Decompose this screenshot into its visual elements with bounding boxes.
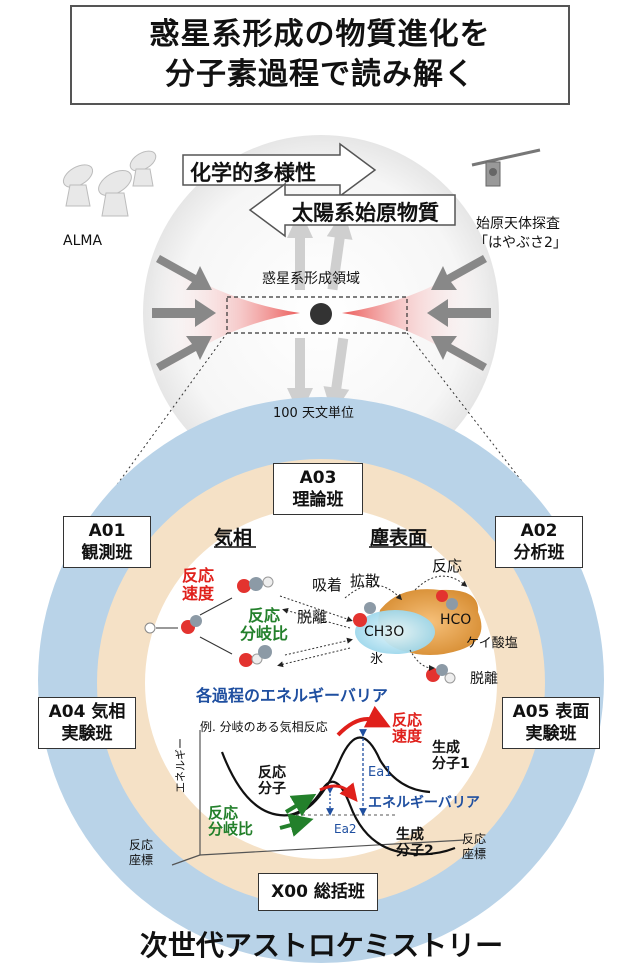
energy-axes — [171, 730, 466, 866]
barrier-title: 各過程のエネルギーバリア — [196, 686, 388, 705]
gas-phase-molecules — [144, 576, 274, 667]
x-axis-right-line2: 座標 — [462, 847, 487, 861]
product2-line1: 生成 — [396, 827, 424, 843]
group-a05-line1: A05 表面 — [512, 702, 590, 722]
silicate-label: ケイ酸塩 — [466, 636, 518, 651]
reaction-coordinate-left: 反応 座標 — [129, 838, 153, 868]
energy-branch-label: 反応 分岐比 — [208, 805, 253, 837]
chem-diversity-label: 化学的多様性 — [190, 161, 316, 185]
energy-rate-line2: 速度 — [392, 727, 423, 745]
dust-surface-heading: 塵表面 — [370, 527, 428, 549]
reaction-rate-line2: 速度 — [182, 584, 215, 603]
energy-barrier-label: エネルギーバリア — [368, 795, 480, 811]
group-a02-name: 分析班 — [513, 543, 565, 563]
alma-dishes-icon — [62, 150, 157, 217]
x-axis-right-line1: 反応 — [462, 832, 487, 846]
branching-ratio-label: 反応 分岐比 — [240, 607, 288, 643]
inflow-arrows-left — [152, 255, 216, 371]
energy-curve-1 — [220, 736, 431, 817]
product1-label: 生成 分子1 — [432, 740, 470, 772]
group-a04-line1: A04 気相 — [48, 702, 126, 722]
ch3o-label: CH3O — [364, 624, 405, 640]
solar-primordial-label: 太陽系始原物質 — [292, 201, 439, 225]
ice-mantle — [355, 610, 435, 654]
probe-label-1: 始原天体探査 — [476, 216, 560, 232]
desorption-label: 脱離 — [297, 608, 328, 626]
reaction-rate-line1: 反応 — [182, 566, 215, 585]
branching-line1: 反応 — [248, 606, 281, 625]
group-x00: X00 総括班 — [258, 873, 378, 911]
energy-rate-line1: 反応 — [392, 711, 423, 729]
ea1-label: Ea1 — [368, 765, 393, 780]
title-box: 惑星系形成の物質進化を 分子素過程で読み解く — [70, 5, 570, 105]
probe-label-2: 「はやぶさ2」 — [474, 235, 567, 251]
reactant-line1: 反応 — [258, 765, 286, 781]
hco-label: HCO — [440, 612, 472, 628]
inflow-arrows-right — [427, 255, 491, 371]
alma-label: ALMA — [63, 233, 103, 249]
energy-example-label: 例. 分岐のある気相反応 — [200, 720, 328, 734]
x-axis-left-line2: 座標 — [129, 853, 154, 867]
group-a04-line2: 実験班 — [61, 724, 113, 744]
reactant-label: 反応 分子 — [258, 765, 286, 797]
group-a05-line2: 実験班 — [525, 724, 577, 744]
ea2-label: Ea2 — [334, 822, 357, 836]
group-a01-name: 観測班 — [81, 543, 133, 563]
energy-rate-label: 反応 速度 — [392, 712, 422, 744]
gas-phase-heading: 気相 — [214, 527, 253, 549]
reaction-label: 反応 — [432, 557, 463, 575]
desorption2-label: 脱離 — [470, 671, 498, 687]
region-label: 惑星系形成領域 — [262, 271, 360, 287]
product1-line2: 分子1 — [432, 756, 470, 772]
energy-branch-line2: 分岐比 — [208, 820, 254, 838]
scale-label: 100 天文単位 — [273, 406, 354, 421]
product2-label: 生成 分子2 — [396, 827, 434, 859]
diffusion-label: 拡散 — [350, 572, 381, 590]
hayabusa-probe-icon — [471, 148, 541, 187]
group-a03-code: A03 — [299, 468, 337, 488]
product1-line1: 生成 — [432, 740, 460, 756]
group-a04: A04 気相 実験班 — [38, 697, 136, 749]
group-a01-code: A01 — [88, 521, 126, 541]
group-a02-code: A02 — [520, 521, 558, 541]
reactant-line2: 分子 — [258, 781, 286, 797]
footer-title: 次世代アストロケミストリー — [139, 929, 504, 962]
energy-y-axis-label: エネルギー — [174, 738, 187, 793]
central-star — [310, 303, 332, 325]
ice-label: 氷 — [370, 652, 384, 667]
group-a03: A03 理論班 — [273, 463, 363, 515]
solar-primordial-arrow — [248, 182, 456, 238]
outflow-arrows — [287, 210, 353, 416]
chem-diversity-arrow — [182, 142, 377, 198]
energy-branch-line1: 反応 — [208, 804, 239, 822]
title-line-1: 惑星系形成の物質進化を — [149, 17, 491, 52]
reaction-rate-label: 反応 速度 — [182, 567, 214, 603]
group-x00-label: X00 総括班 — [271, 882, 365, 902]
group-a01: A01 観測班 — [63, 516, 151, 568]
title-line-2: 分子素過程で読み解く — [165, 57, 475, 92]
reaction-coordinate-right: 反応 座標 — [462, 832, 486, 862]
x-axis-left-line1: 反応 — [129, 838, 154, 852]
group-a02: A02 分析班 — [495, 516, 583, 568]
group-a05: A05 表面 実験班 — [502, 697, 600, 749]
product2-line2: 分子2 — [396, 843, 434, 859]
region-box — [226, 296, 408, 334]
branching-line2: 分岐比 — [240, 624, 289, 643]
adsorption-label: 吸着 — [312, 576, 343, 594]
group-a03-name: 理論班 — [292, 490, 344, 510]
